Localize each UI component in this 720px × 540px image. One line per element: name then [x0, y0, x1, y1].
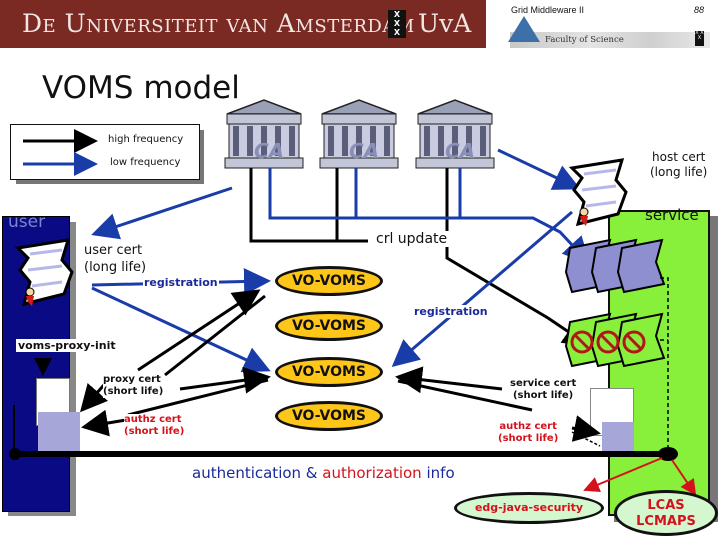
to-edg-java-security-arrow: [583, 457, 663, 493]
service-authz-cert-label: authz cert (short life): [498, 421, 559, 445]
ca-label: CA: [254, 139, 284, 163]
university-name: De Universiteit van Amsterdam: [22, 9, 415, 38]
ca-label: CA: [445, 139, 475, 163]
authz-to-service-arrow: [571, 415, 601, 442]
auth-info-caption: authentication & authorization info: [192, 464, 455, 482]
lcas-label: LCAS: [647, 498, 685, 513]
host-cert-label: host cert (long life): [650, 150, 707, 180]
vo-voms-node: VO-VOMS: [275, 266, 383, 296]
crl-update-label: crl update: [374, 231, 450, 247]
legend-low-frequency-label: low frequency: [110, 157, 181, 168]
edg-java-security-node: edg-java-security: [454, 492, 604, 524]
ca-cert-to-service-arrow: [268, 168, 591, 265]
service-ca-certs-icon: [564, 238, 666, 294]
proxy-cert-label: proxy cert (short life): [103, 374, 164, 398]
lcmaps-label: LCMAPS: [636, 514, 696, 529]
service-cert-label-line1: service cert: [510, 378, 577, 389]
pyramid-logo-icon: [508, 16, 540, 42]
course-title: Grid Middleware II: [511, 5, 585, 15]
host-cert-icon: [570, 158, 628, 228]
vo-voms-node: VO-VOMS: [275, 311, 383, 341]
legend: high frequency low frequency: [10, 124, 200, 180]
user-authz-cert-label: authz cert (short life): [124, 414, 185, 438]
user-authz-cert-label-line2: (short life): [124, 426, 185, 437]
service-cert-label-line2: (short life): [512, 390, 574, 401]
faculty-strip: [510, 32, 710, 48]
user-cert-to-voms-arrow: [91, 286, 271, 373]
lcas-lcmaps-node: LCAS LCMAPS: [614, 490, 718, 536]
service-authz-cert-label-line2: (short life): [498, 433, 559, 444]
faculty-name: Faculty of Science: [545, 35, 624, 45]
host-cert-label-line2: (long life): [650, 165, 708, 179]
authentication-text: authentication &: [192, 464, 318, 482]
service-registration-label: registration: [413, 305, 489, 318]
service-authz-cert-label-line1: authz cert: [499, 421, 557, 432]
authz-to-user-arrow: [81, 409, 127, 437]
page-number: 88: [694, 5, 705, 15]
ca-label: CA: [349, 139, 379, 163]
slide-title: VOMS model: [42, 70, 240, 106]
voms-proxy-init-label: voms-proxy-init: [16, 339, 118, 352]
service-crl-icon: [564, 312, 666, 368]
user-cert-label-line2: (long life): [84, 260, 147, 275]
faculty-crest-icon: X X X: [695, 31, 704, 46]
proxy-cert-label-line1: proxy cert: [103, 374, 161, 385]
user-cert-label-line1: user cert: [84, 243, 143, 258]
crl-update-to-service-arrow: [445, 168, 591, 347]
legend-arrows: [23, 129, 98, 176]
proxy-to-voms-arrow: [137, 289, 261, 372]
crl-update-line: [249, 168, 368, 243]
host-cert-label-line1: host cert: [652, 150, 706, 164]
vo-voms-node: VO-VOMS: [275, 357, 383, 387]
legend-high-frequency-label: high frequency: [108, 134, 184, 145]
info-text: info: [426, 464, 455, 482]
user-authz-cert-label-line1: authz cert: [124, 414, 182, 425]
ca-to-user-cert-arrow: [91, 186, 233, 240]
service-authz-cert-icon: [602, 422, 634, 454]
service-cert-label: service cert (short life): [510, 378, 577, 402]
user-cert-icon: [16, 238, 74, 308]
user-cert-label: user cert (long life): [84, 242, 146, 276]
service-auth-node: [658, 447, 678, 461]
user-authz-cert-icon: [38, 412, 80, 454]
voms-to-proxy-line: [164, 294, 266, 377]
vo-voms-node: VO-VOMS: [275, 401, 383, 431]
voms-to-authz-line: [127, 378, 269, 417]
voms-to-service-authz-line: [397, 379, 533, 412]
proxy-cert-label-line2: (short life): [103, 386, 164, 397]
service-registration-arrow: [391, 210, 573, 367]
to-lcas-lcmaps-arrow: [671, 459, 697, 496]
university-short-name: UvA: [418, 9, 472, 38]
service-label: service: [645, 206, 699, 224]
authorization-text: authorization: [322, 464, 422, 482]
user-label: user: [8, 212, 46, 232]
service-dashed-connector: [660, 277, 669, 460]
ca-to-host-cert-arrow: [497, 148, 581, 190]
service-cert-to-voms-arrow: [395, 366, 503, 394]
proxy-cert-to-voms-arrow: [179, 366, 271, 394]
authz-dashed-link: [571, 431, 601, 447]
user-registration-label: registration: [143, 276, 219, 289]
